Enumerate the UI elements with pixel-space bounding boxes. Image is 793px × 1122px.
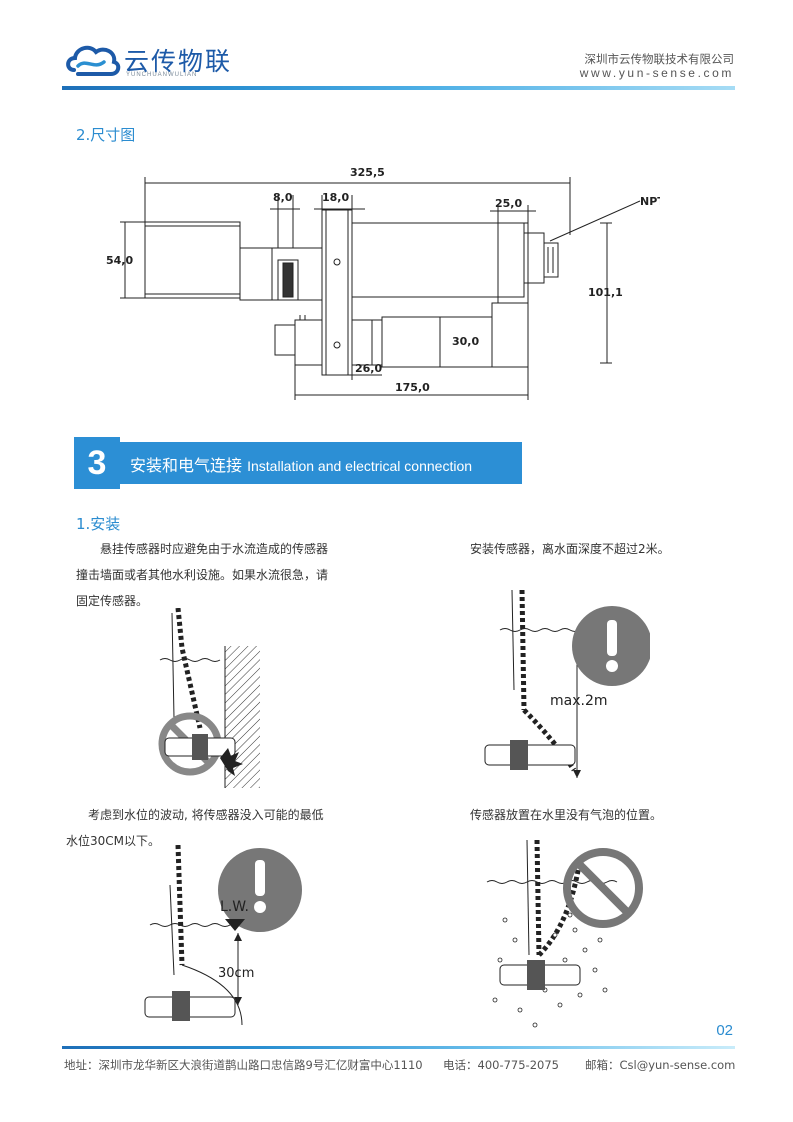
dim-175: 175,0 [395, 381, 430, 394]
dim-npt: NPT¾ [640, 195, 660, 208]
p1-line-2: 撞击墙面或者其他水利设施。如果水流很急，请 [76, 568, 329, 582]
low-water-label: L.W. [220, 899, 249, 915]
install-paragraph-1: 悬挂传感器时应避免由于水流造成的传感器 撞击墙面或者其他水利设施。如果水流很急，… [76, 536, 406, 614]
max-depth-label: max.2m [550, 693, 608, 709]
p1-line-1: 悬挂传感器时应避免由于水流造成的传感器 [100, 542, 329, 556]
install-paragraph-3: 考虑到水位的波动, 将传感器没入可能的最低 水位30CM以下。 [66, 802, 396, 854]
company-name: 深圳市云传物联技术有限公司 [584, 52, 735, 66]
section-banner-bar [118, 442, 522, 484]
dim-total-length: 325,5 [350, 166, 385, 179]
footer-email: 邮箱：Csl@yun-sense.com [585, 1058, 736, 1072]
dim-26: 26,0 [355, 362, 382, 375]
illustration-no-bubbles [486, 840, 643, 1028]
depth-30cm-label: 30cm [218, 966, 254, 981]
company-logo-icon [66, 45, 121, 76]
dim-54: 54,0 [106, 254, 133, 267]
install-paragraph-2: 安装传感器，离水面深度不超过2米。 [470, 542, 670, 556]
dim-18: 18,0 [322, 191, 349, 204]
banner-title-cn: 安装和电气连接 [130, 456, 243, 475]
section-banner-title: 安装和电气连接 Installation and electrical conn… [130, 452, 472, 476]
company-website: www.yun-sense.com [579, 66, 734, 80]
footer-address: 地址：深圳市龙华新区大浪街道鹊山路口忠信路9号汇亿财富中心1110 [64, 1058, 423, 1072]
dim-101: 101,1 [588, 286, 623, 299]
illustration-low-water: L.W. 30cm [144, 845, 302, 1026]
install-paragraph-4: 传感器放置在水里没有气泡的位置。 [470, 808, 663, 822]
logo-text: 云传物联 [124, 47, 233, 76]
footer-divider [62, 1046, 735, 1049]
dimension-drawing: 325,5 8,0 18,0 25,0 NPT¾ 54,0 101,1 30,0… [106, 166, 660, 400]
page-number: 02 [716, 1022, 733, 1039]
logo-subtitle: YUNCHUANWULIAN [126, 72, 198, 78]
banner-title-en: Installation and electrical connection [247, 458, 473, 474]
dim-25: 25,0 [495, 197, 522, 210]
dim-30: 30,0 [452, 335, 479, 348]
p3-line-2: 水位30CM以下。 [66, 834, 161, 848]
p3-line-1: 考虑到水位的波动, 将传感器没入可能的最低 [88, 808, 324, 822]
section-number: 3 [74, 437, 120, 489]
header-divider [62, 86, 735, 90]
install-title: 1.安装 [76, 515, 121, 533]
footer-phone: 电话：400-775-2075 [443, 1058, 559, 1072]
p1-line-3: 固定传感器。 [76, 594, 149, 608]
section-dimension-title: 2.尺寸图 [76, 126, 136, 144]
dim-8: 8,0 [273, 191, 293, 204]
illustration-max-depth: max.2m [484, 590, 650, 778]
illustration-wall-impact [158, 608, 260, 788]
